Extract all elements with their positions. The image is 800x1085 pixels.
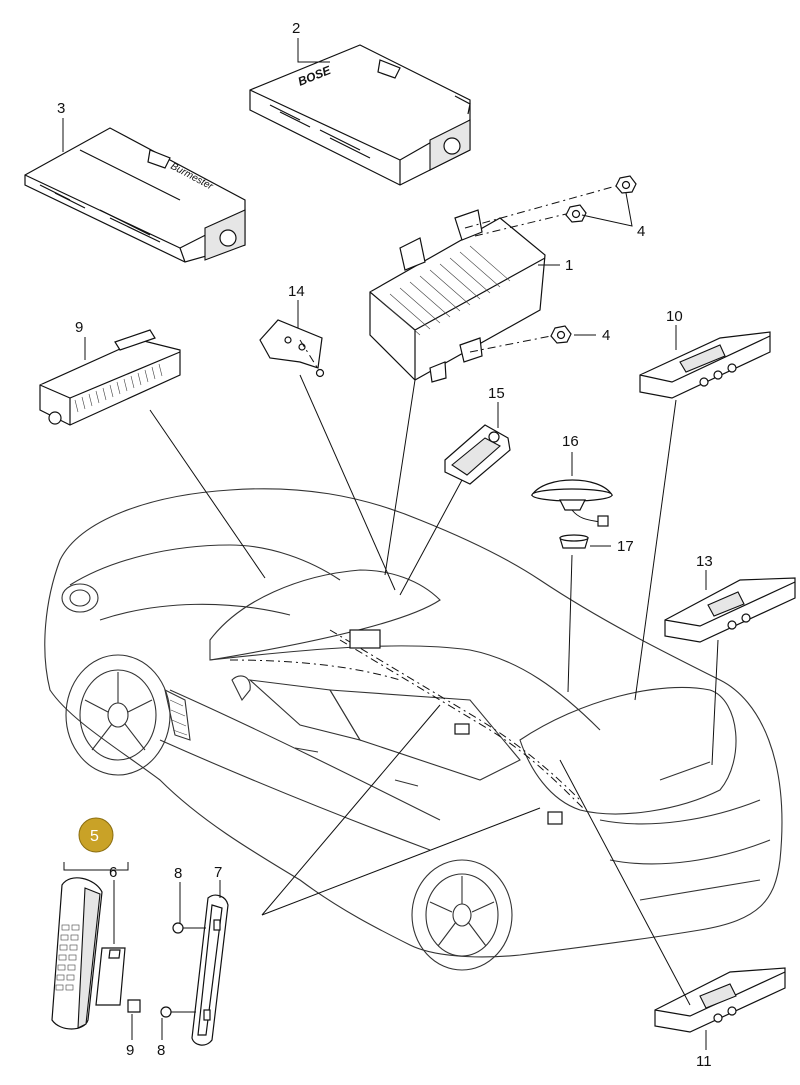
callout-15: 15 xyxy=(488,385,505,402)
roof-antenna xyxy=(530,479,614,527)
callout-7: 7 xyxy=(214,864,222,881)
antenna-amplifier-13 xyxy=(664,577,796,643)
callout-3: 3 xyxy=(57,100,65,117)
car-outline xyxy=(44,488,783,971)
callout-1: 1 xyxy=(565,257,573,274)
callout-5: 5 xyxy=(90,828,99,845)
nut-small xyxy=(127,999,141,1013)
front-wheel xyxy=(65,654,171,776)
callout-4-upper: 4 xyxy=(637,223,645,240)
callout-8-upper: 8 xyxy=(174,865,182,882)
callout-2: 2 xyxy=(292,20,300,37)
bracket xyxy=(259,319,325,378)
callout-labels: 2 3 1 4 4 14 9 10 15 16 17 13 11 6 7 8 8… xyxy=(57,20,713,1070)
screw-upper xyxy=(172,922,206,934)
callout-8-lower: 8 xyxy=(157,1042,165,1059)
antenna-amplifier-12 xyxy=(654,967,786,1033)
wiring-harness xyxy=(229,629,586,825)
callout-16: 16 xyxy=(562,433,579,450)
callout-17: 17 xyxy=(617,538,634,555)
antenna-amplifier-11 xyxy=(639,331,771,399)
tuner-module xyxy=(39,329,181,426)
callout-4-lower: 4 xyxy=(602,327,610,344)
screw-lower xyxy=(160,1006,196,1018)
callout-5-highlight[interactable]: 5 xyxy=(78,817,114,853)
nut-upper-pair xyxy=(565,175,637,223)
callout-11: 10 xyxy=(666,308,683,325)
leader-lines xyxy=(62,38,719,1050)
burmester-amplifier: Burmester xyxy=(24,127,246,263)
callout-6: 6 xyxy=(109,864,117,881)
handset-cradle xyxy=(191,894,229,1046)
nut-lower xyxy=(550,325,572,344)
callout-9: 9 xyxy=(126,1042,134,1059)
small-control-unit xyxy=(444,424,511,485)
callout-5-badge[interactable] xyxy=(78,817,114,853)
handset-battery xyxy=(95,947,126,1006)
rear-wheel xyxy=(411,859,513,971)
bose-amplifier: BOSE xyxy=(249,44,471,186)
callout-12: 11 xyxy=(696,1053,712,1070)
callout-13: 13 xyxy=(696,553,713,570)
audio-amplifier xyxy=(369,209,546,383)
callout-14: 14 xyxy=(288,283,305,300)
side-vent xyxy=(164,688,191,741)
antenna-base xyxy=(559,534,589,549)
telephone-handset[interactable] xyxy=(51,877,103,1030)
callout-10: 9 xyxy=(75,319,83,336)
